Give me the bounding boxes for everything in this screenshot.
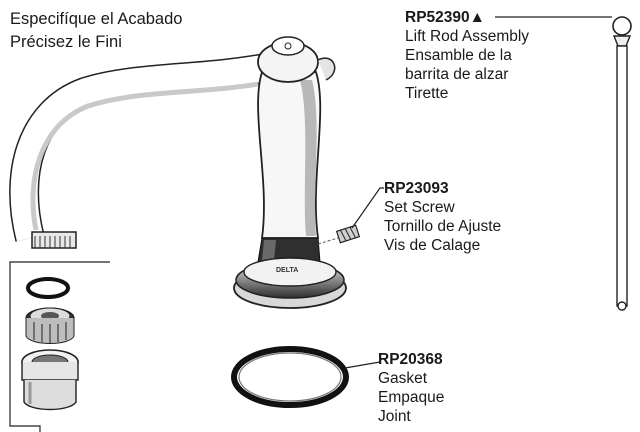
part-number: RP23093 (384, 180, 449, 197)
part-name-es-1: Ensamble de la (405, 47, 512, 64)
gasket (231, 346, 349, 408)
part-label-rp52390: RP52390▲ Lift Rod Assembly Ensamble de l… (405, 8, 529, 103)
part-name-fr: Joint (378, 408, 411, 425)
part-name-fr: Tirette (405, 85, 449, 102)
aerator-housing (21, 349, 79, 411)
finish-note-spanish: Especifíque el Acabado (10, 10, 183, 28)
part-name-es: Empaque (378, 389, 445, 406)
brand-mark: DELTA (276, 267, 298, 274)
set-screw (317, 224, 361, 245)
part-name-es: Tornillo de Ajuste (384, 218, 502, 235)
part-label-rp23093: RP23093 Set Screw Tornillo de Ajuste Vis… (384, 179, 501, 255)
part-number: RP20368 (378, 351, 443, 368)
aerator-screen (25, 307, 75, 344)
part-label-rp20368: RP20368 Gasket Empaque Joint (378, 350, 444, 426)
faucet-spout (9, 53, 268, 249)
finish-note: Especifíque el Acabado Précisez le Fini (10, 8, 182, 54)
faucet-body (257, 36, 336, 263)
part-name-en: Gasket (378, 370, 428, 387)
leader-line-rp23093 (351, 187, 384, 229)
aerator-bracket (9, 261, 110, 432)
lift-rod (612, 16, 632, 311)
finish-note-french: Précisez le Fini (10, 33, 122, 51)
part-name-es-2: barrita de alzar (405, 66, 509, 83)
part-name-en: Set Screw (384, 199, 455, 216)
aerator-washer (26, 277, 70, 299)
part-name-en: Lift Rod Assembly (405, 28, 530, 45)
part-name-fr: Vis de Calage (384, 237, 481, 254)
part-number: RP52390 (405, 9, 470, 26)
part-marker: ▲ (469, 9, 485, 26)
faucet-base: DELTA (233, 257, 347, 309)
leader-line-rp20368 (344, 361, 381, 369)
